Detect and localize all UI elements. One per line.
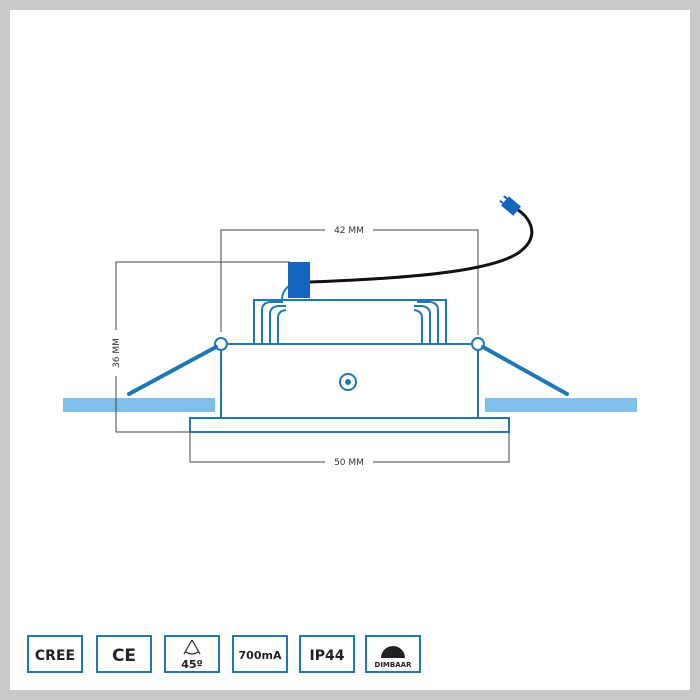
badge-beam-angle: 45º [164,635,220,673]
ceiling-panel-right [485,398,637,412]
badge-dimmable-label: DIMBAAR [375,661,413,669]
trim-flange [189,417,510,433]
spring-clip-right [481,345,569,396]
badge-dimmable: DIMBAAR [365,635,421,673]
badge-cree-label: CREE [35,648,75,664]
badge-current: 700mA [232,635,288,673]
badge-ip44-label: IP44 [310,648,345,664]
dim-42mm-line-right [373,229,479,335]
dimmer-icon [381,646,405,658]
badge-cree: CREE [27,635,83,673]
badge-ce: CE [96,635,152,673]
cable-plug [499,195,521,216]
ceiling-panel-left [63,398,215,412]
dim-50mm-line [189,432,325,463]
badge-ip44: IP44 [299,635,355,673]
dim-50mm-label: 50 MM [334,458,364,468]
dim-36mm-label: 36 MM [112,338,122,368]
fixture-outline [189,299,510,433]
beam-angle-icon [183,639,201,655]
heat-sink [253,299,447,344]
dim-42mm-label: 42 MM [334,226,364,236]
badge-beam-angle-label: 45º [181,658,203,671]
dim-50mm-line-right [373,432,510,463]
housing-body [220,343,479,419]
dim-42mm-line [220,229,325,332]
drawing-sheet [10,10,690,690]
badge-ce-label: CE [112,646,136,666]
feature-badges: CREE CE 45º 700mA IP44 DIMBAAR [27,635,421,673]
connector-block [288,262,310,298]
center-screw [339,373,357,391]
power-cable [309,208,534,284]
spring-clip-left [127,345,218,396]
dimension-lines [115,229,510,463]
badge-current-label: 700mA [239,649,282,662]
